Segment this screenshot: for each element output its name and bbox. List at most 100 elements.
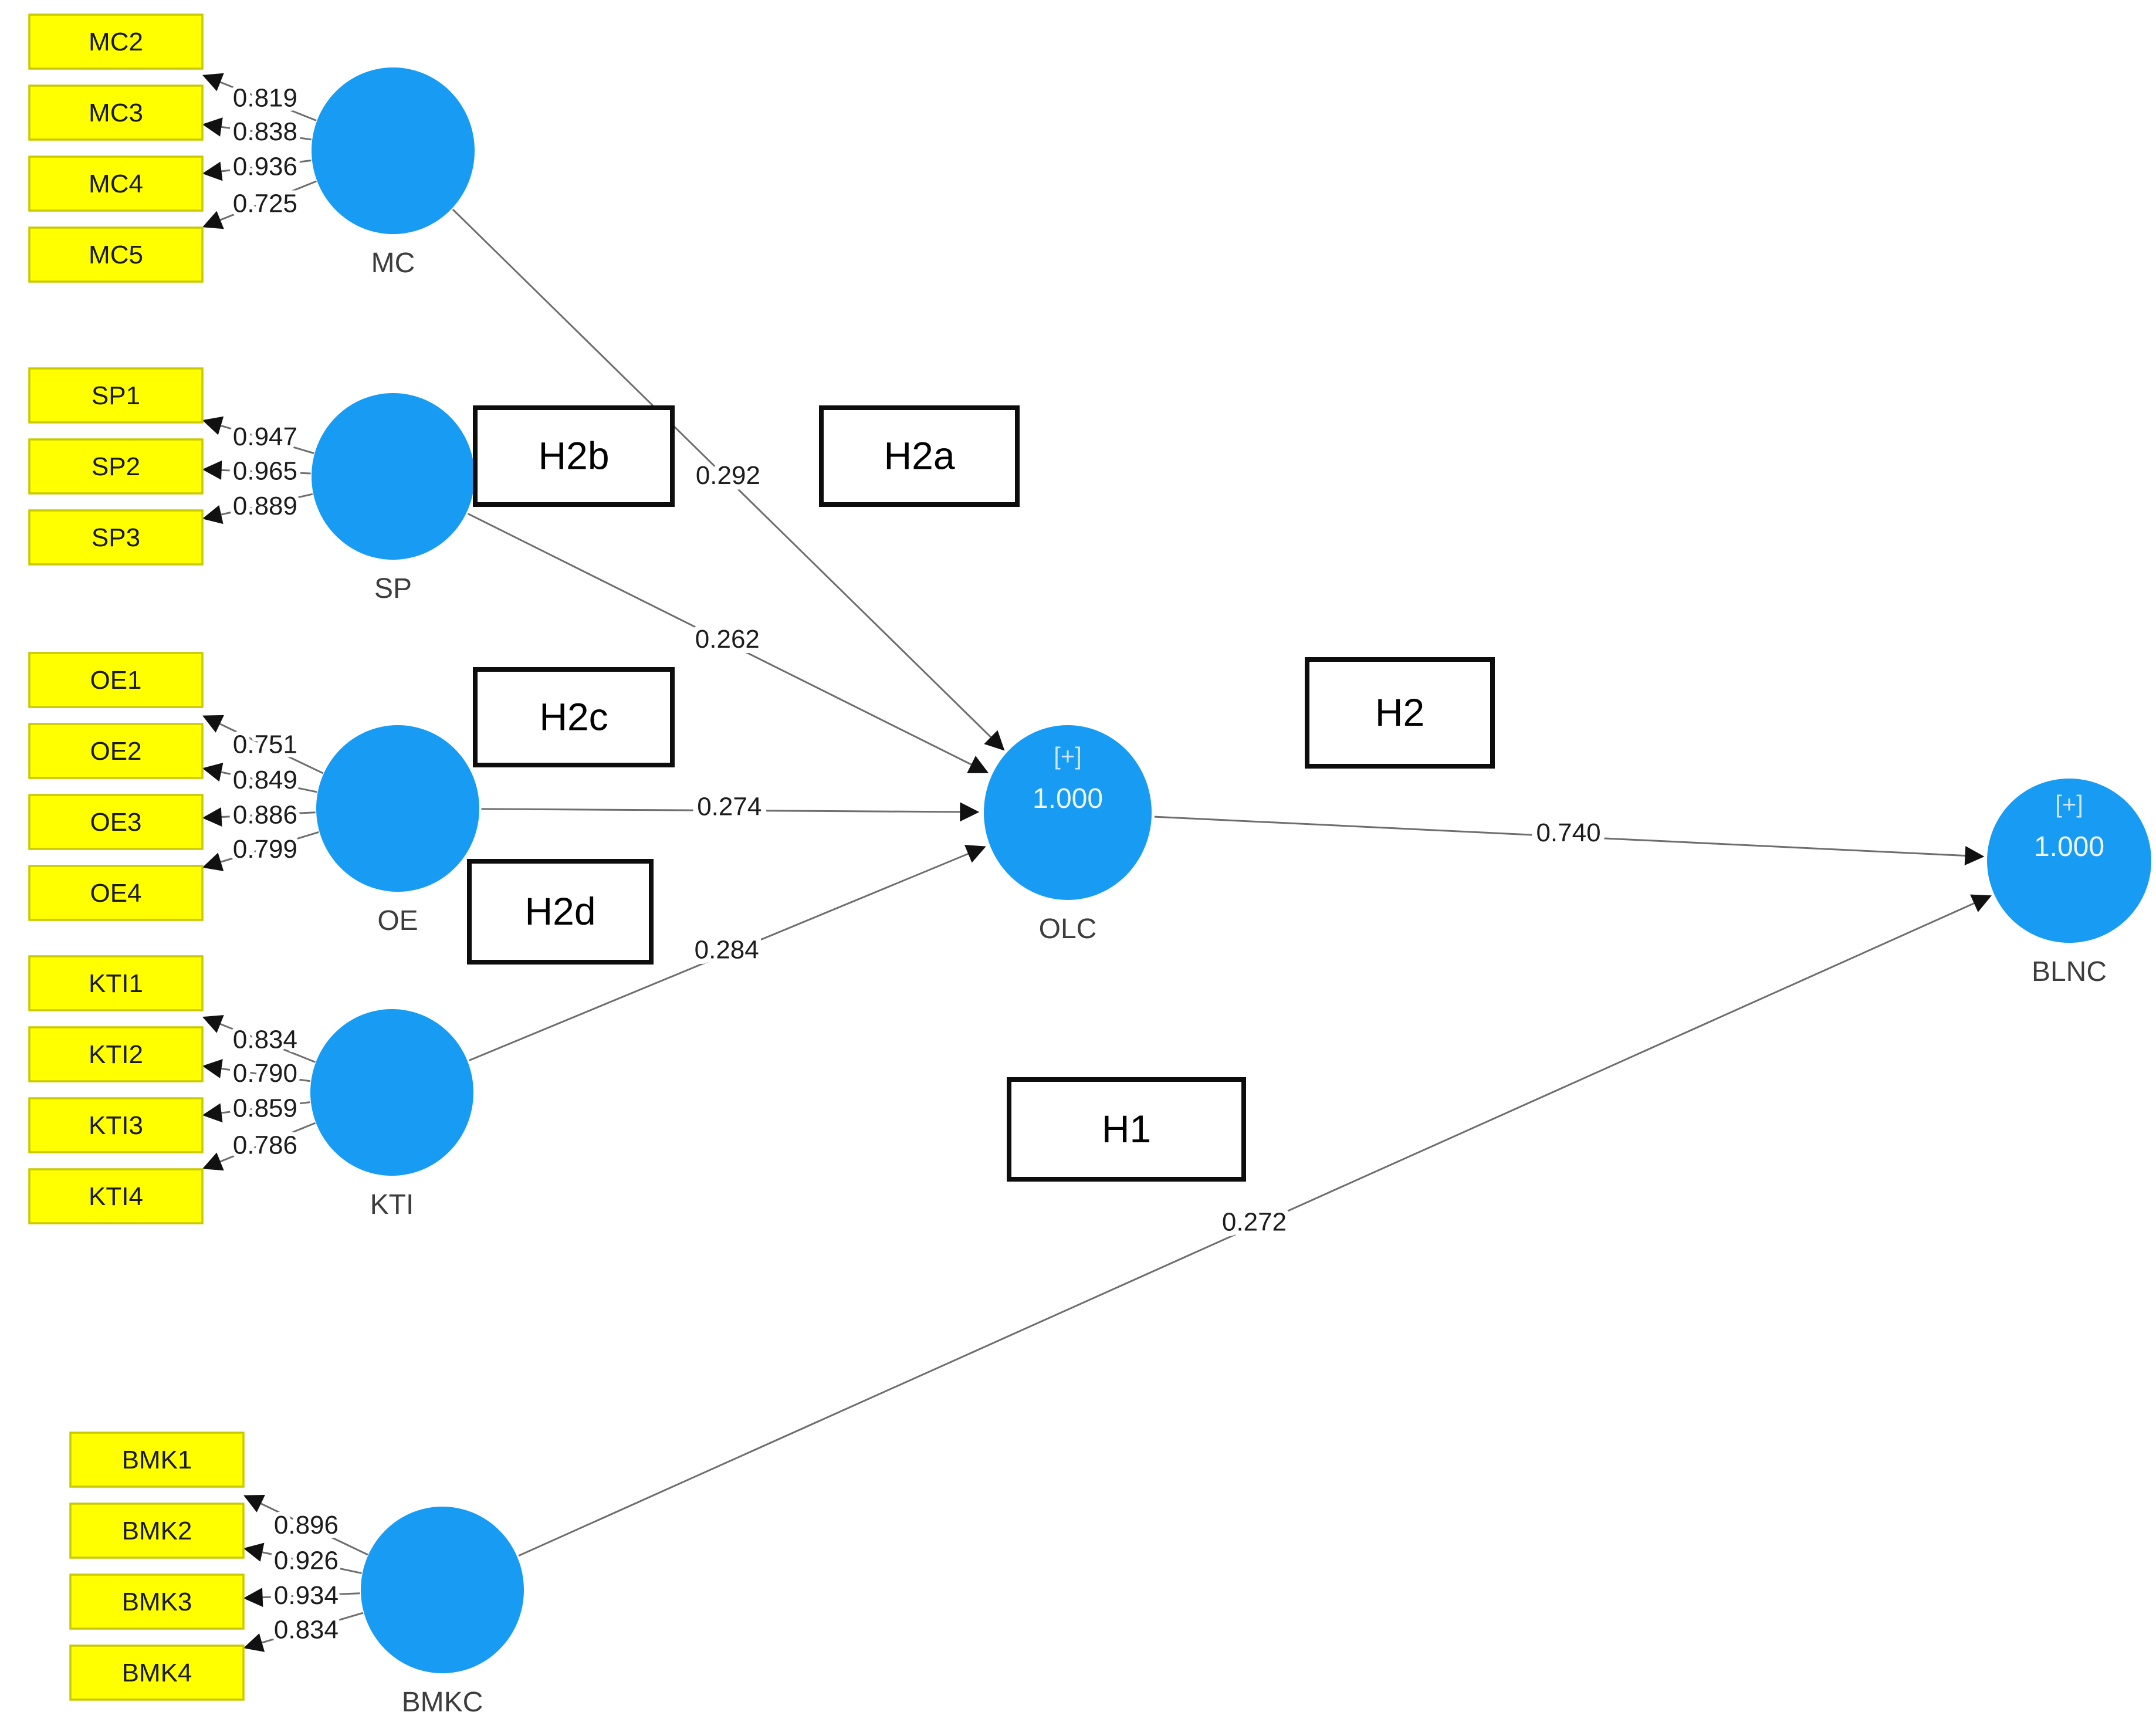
construct-value-BLNC: 1.000 [2034,831,2104,862]
indicator-BMK2[interactable] [69,1503,245,1559]
loading-MC3: 0.838 [233,117,297,146]
construct-value-OLC: 1.000 [1033,783,1103,814]
hypothesis-label-H1: H1 [1102,1107,1151,1150]
measurement-arrow-KTI1 [202,1015,316,1063]
measurement-arrow-BMK2 [243,1542,362,1574]
measurement-arrow-KTI4 [202,1122,316,1171]
loading-OE2: 0.849 [233,766,297,794]
indicator-MC4[interactable] [28,155,204,212]
indicator-KTI1[interactable] [28,955,204,1011]
hypothesis-box-H2c[interactable] [473,667,675,767]
measurement-arrow-OE4 [202,831,319,871]
indicator-label-KTI1: KTI1 [89,969,143,998]
construct-badge-OLC: [+] [1054,742,1082,770]
hypothesis-box-H2b[interactable] [473,405,675,507]
arrows-layer [202,73,1992,1652]
hypothesis-box-H2a[interactable] [819,405,1020,507]
measurement-arrow-BMK1 [243,1494,368,1556]
path-arrow-OE-OLC [481,802,980,822]
indicator-SP1[interactable] [28,367,204,424]
loading-BMK2: 0.926 [274,1547,339,1575]
loading-MC2: 0.819 [233,83,297,112]
indicator-label-KTI4: KTI4 [89,1182,143,1211]
indicator-BMK4[interactable] [69,1644,245,1701]
indicator-label-KTI2: KTI2 [89,1040,143,1069]
indicator-MC5[interactable] [28,226,204,283]
indicator-BMK3[interactable] [69,1574,245,1630]
construct-SP[interactable] [312,393,475,560]
indicator-label-BMK3: BMK3 [122,1588,192,1616]
loading-BMK1: 0.896 [274,1511,339,1539]
construct-OLC[interactable] [984,725,1152,900]
indicator-KTI2[interactable] [28,1026,204,1082]
indicator-KTI4[interactable] [28,1168,204,1224]
indicator-label-SP2: SP2 [92,452,140,481]
construct-label-BMKC: BMKC [402,1687,483,1718]
indicator-label-OE2: OE2 [90,737,141,766]
loading-KTI3: 0.859 [233,1094,297,1123]
loading-SP1: 0.947 [233,422,297,451]
indicator-OE4[interactable] [28,865,204,921]
nodes-layer [28,13,2151,1701]
construct-BMKC[interactable] [361,1507,524,1673]
indicator-label-OE3: OE3 [90,808,141,837]
hypothesis-box-H1[interactable] [1007,1077,1246,1182]
indicator-label-OE4: OE4 [90,879,141,908]
coefficient-OE-OLC: 0.274 [697,792,761,821]
loading-OE3: 0.886 [233,800,297,829]
construct-label-OE: OE [377,905,418,936]
measurement-arrow-SP2 [202,460,311,480]
construct-badge-BLNC: [+] [2055,790,2083,818]
indicator-SP2[interactable] [28,438,204,495]
hypothesis-label-H2a: H2a [884,434,955,478]
construct-label-KTI: KTI [370,1189,414,1220]
indicator-BMK1[interactable] [69,1432,245,1488]
construct-MC[interactable] [312,67,475,234]
loading-SP2: 0.965 [233,457,297,486]
hypothesis-label-H2b: H2b [538,434,609,478]
measurement-arrow-KTI2 [202,1059,311,1082]
hypothesis-label-H2: H2 [1375,691,1424,734]
hypothesis-box-H2d[interactable] [467,859,654,965]
indicator-SP3[interactable] [28,509,204,566]
indicator-label-MC3: MC3 [89,99,143,127]
loading-OE1: 0.751 [233,730,297,759]
construct-label-SP: SP [374,573,412,604]
loading-BMK4: 0.834 [274,1616,339,1644]
measurement-arrow-MC5 [202,180,317,229]
construct-KTI[interactable] [310,1009,473,1176]
measurement-arrow-SP1 [202,416,314,455]
measurement-arrow-OE2 [202,762,317,793]
loading-MC4: 0.936 [233,153,297,181]
measurement-arrow-MC2 [202,73,317,121]
construct-label-BLNC: BLNC [2032,956,2107,987]
measurement-arrow-BMK4 [243,1612,364,1652]
indicator-label-BMK4: BMK4 [122,1659,192,1687]
indicator-MC2[interactable] [28,13,204,70]
construct-OE[interactable] [316,725,479,892]
indicator-label-SP1: SP1 [92,381,140,410]
path-arrow-KTI-OLC [469,845,986,1061]
indicator-OE1[interactable] [28,652,204,708]
path-arrow-BMKC-BLNC [518,894,1992,1557]
indicator-label-BMK2: BMK2 [122,1517,192,1545]
loading-KTI2: 0.790 [233,1059,297,1088]
hypothesis-box-H2[interactable] [1305,657,1495,769]
indicator-KTI3[interactable] [28,1097,204,1153]
indicator-OE3[interactable] [28,794,204,850]
coefficient-MC-OLC: 0.292 [696,461,760,490]
indicator-MC3[interactable] [28,84,204,141]
hypothesis-label-H2d: H2d [524,889,595,933]
indicator-OE2[interactable] [28,723,204,779]
measurement-arrow-OE1 [202,715,324,774]
path-arrow-OLC-BLNC [1154,815,1985,865]
labels-layer: MC20.819MC30.838MC40.936MC50.725SP10.947… [89,28,2107,1718]
construct-label-OLC: OLC [1039,913,1097,945]
construct-label-MC: MC [371,248,415,279]
measurement-arrow-KTI3 [202,1101,310,1123]
measurement-arrow-OE3 [202,807,316,827]
indicator-label-MC2: MC2 [89,28,143,56]
construct-BLNC[interactable] [1987,779,2151,943]
